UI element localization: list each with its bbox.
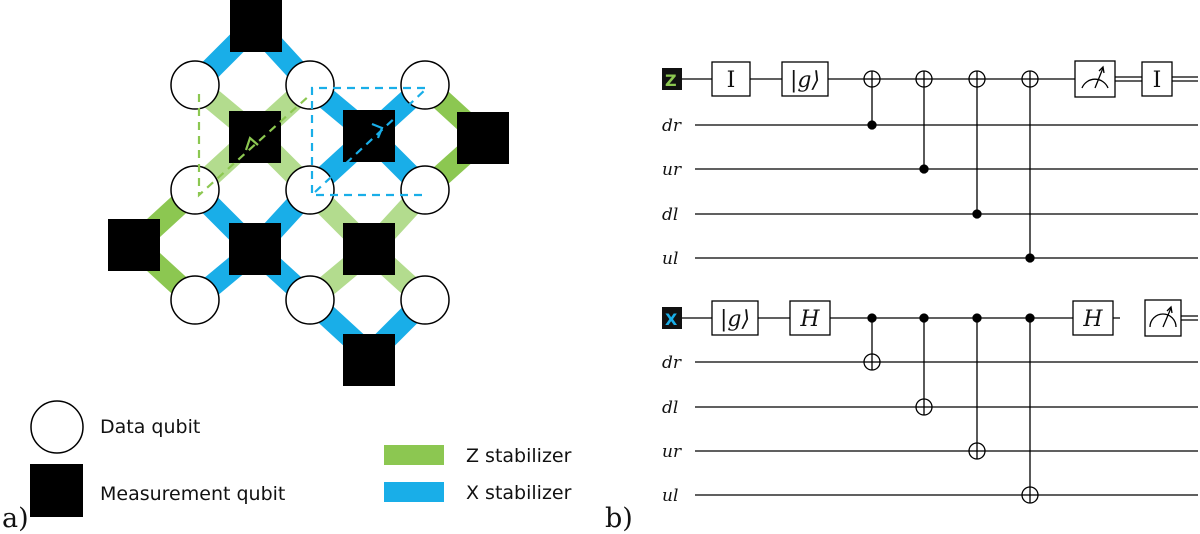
legend-z-stabilizer-label: Z stabilizer [466, 445, 572, 467]
hadamard-gate-end-label: H [1082, 307, 1103, 332]
measurement-qubit [343, 110, 395, 162]
data-qubit [285, 275, 335, 325]
measurement-qubit [108, 219, 160, 271]
z-stabilizer-circuit: Z dr ur dl ul I |g⟩ [662, 60, 1198, 269]
legend-measurement-qubit-label: Measurement qubit [100, 483, 285, 505]
cnot-control [919, 313, 929, 323]
meter-icon [1144, 299, 1182, 337]
cnot-control [867, 313, 877, 323]
data-qubit [400, 60, 450, 110]
measurement-qubit [229, 111, 281, 163]
legend-x-stabilizer-label: X stabilizer [466, 482, 572, 504]
cnot-control [972, 209, 982, 219]
x-circuit-wires [682, 315, 1198, 496]
x-stabilizer-circuit: X dr dl ur ul |g⟩ H H [662, 299, 1198, 506]
identity-gate-end [1141, 61, 1173, 97]
z-cnot-gates [863, 70, 1039, 263]
z-order-path [197, 94, 311, 198]
x-wire-label: dr [662, 353, 682, 373]
hadamard-gate-end [1072, 300, 1114, 336]
measurement-qubits [108, 0, 509, 386]
z-circuit-wires [682, 76, 1198, 259]
data-qubit [170, 275, 220, 325]
panel-a-label: a) [2, 503, 29, 534]
legend-data-qubit-label: Data qubit [100, 416, 200, 438]
measurement-qubit [343, 334, 395, 386]
z-wire-label: ur [662, 160, 682, 180]
panel-b-label: b) [605, 503, 633, 534]
x-wire-label: ul [662, 486, 678, 506]
init-gate [711, 300, 759, 336]
z-wire-label: dr [662, 116, 682, 136]
cnot-control [1025, 253, 1035, 263]
surface-code-lattice [108, 0, 509, 386]
init-gate-label: |g⟩ [720, 307, 750, 332]
measurement-qubit [457, 112, 509, 164]
measurement-qubit [229, 223, 281, 275]
z-circuit-badge-text: Z [665, 71, 677, 90]
x-wire-label: dl [662, 398, 678, 418]
hadamard-gate-label: H [799, 307, 820, 332]
cnot-control [867, 120, 877, 130]
init-gate-label: |g⟩ [790, 68, 820, 93]
legend-x-stabilizer-swatch [384, 482, 444, 502]
data-qubit [285, 165, 335, 215]
legend: Data qubit Measurement qubit Z stabilize… [30, 400, 572, 517]
cnot-control [972, 313, 982, 323]
data-qubit [170, 60, 220, 110]
measurement-qubit [343, 223, 395, 275]
cnot-control [919, 164, 929, 174]
legend-z-stabilizer-swatch [384, 445, 444, 465]
data-qubit [285, 60, 335, 110]
hadamard-gate [789, 300, 831, 336]
identity-gate [711, 61, 751, 97]
data-qubit [400, 165, 450, 215]
data-qubit [170, 165, 220, 215]
init-gate [781, 61, 829, 97]
x-cnot-gates [863, 313, 1039, 504]
x-circuit-badge-text: X [665, 310, 678, 329]
z-wire-label: dl [662, 205, 678, 225]
identity-gate-end-label: I [1153, 68, 1162, 93]
z-circuit-badge [662, 68, 682, 90]
legend-data-qubit-swatch [30, 400, 84, 454]
cnot-control [1025, 313, 1035, 323]
x-wire-label: ur [662, 442, 682, 462]
x-circuit-badge [662, 307, 682, 329]
legend-measurement-qubit-swatch [30, 464, 83, 517]
x-order-path [310, 86, 426, 197]
identity-gate-label: I [727, 68, 736, 93]
measurement-qubit [230, 0, 282, 52]
data-qubits [170, 60, 450, 325]
meter-icon [1074, 60, 1116, 98]
data-qubit [400, 275, 450, 325]
z-wire-label: ul [662, 249, 678, 269]
